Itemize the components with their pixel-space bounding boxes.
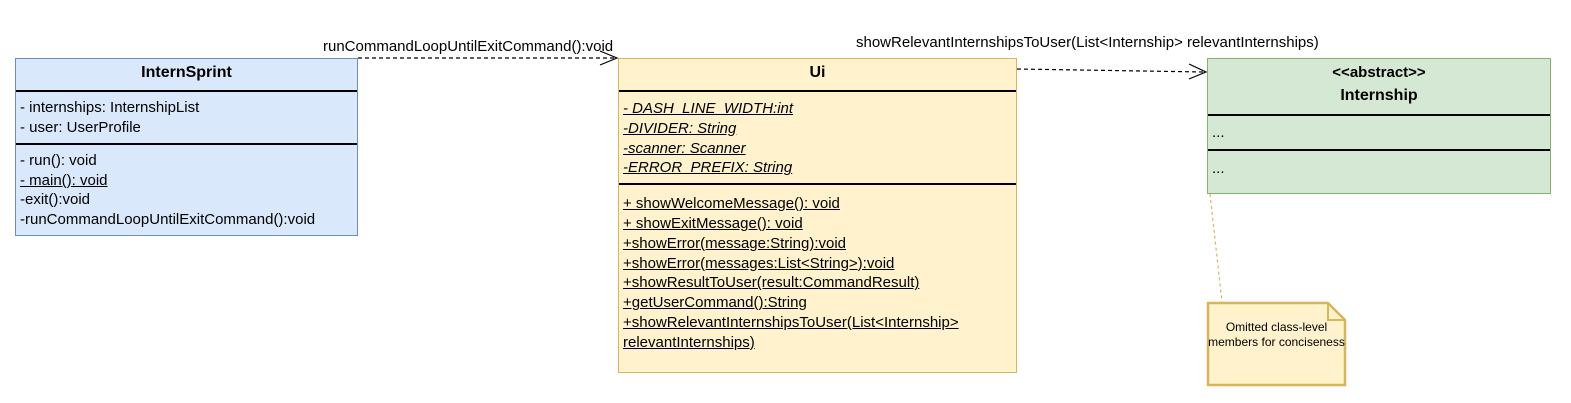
method: relevantInternships): [623, 333, 755, 351]
method: - run(): void: [20, 152, 97, 169]
class-internship[interactable]: <<abstract>> Internship ... ...: [1207, 58, 1551, 194]
divider: [16, 90, 357, 92]
divider: [1208, 114, 1550, 116]
class-name-internsprint: InternSprint: [141, 64, 232, 81]
ui-methods: + showWelcomeMessage(): void + showExitM…: [619, 185, 1016, 354]
internsprint-attributes: - internships: InternshipList - user: Us…: [16, 92, 357, 143]
arrowhead-icon: [1188, 63, 1208, 80]
method: - main(): void: [20, 171, 108, 189]
method: +getUserCommand():String: [623, 294, 807, 312]
class-internsprint[interactable]: InternSprint - internships: InternshipLi…: [15, 58, 358, 236]
attributes-placeholder: ...: [1212, 124, 1225, 141]
internship-methods: ...: [1208, 151, 1550, 187]
divider: [619, 183, 1016, 186]
attribute: - user: UserProfile: [20, 119, 141, 136]
class-name-internship: Internship: [1340, 87, 1418, 104]
internship-attributes: ...: [1208, 116, 1550, 149]
method: +showError(message:String):void: [623, 234, 847, 252]
arrowhead-icon: [599, 50, 619, 66]
divider: [1208, 149, 1550, 151]
note-shape: [1206, 301, 1347, 387]
internsprint-methods: - run(): void - main(): void -exit():voi…: [16, 145, 357, 231]
divider: [619, 90, 1016, 92]
method: -exit():void: [20, 191, 91, 208]
method: +showResultToUser(result:CommandResult): [623, 274, 920, 292]
note-connector: [1209, 193, 1223, 303]
attribute: -scanner: Scanner: [623, 139, 746, 157]
method: + showWelcomeMessage(): void: [623, 195, 840, 213]
methods-placeholder: ...: [1212, 160, 1225, 177]
note-fold: [1327, 303, 1345, 321]
method: +showRelevantInternshipsToUser(List<Inte…: [623, 313, 959, 331]
attribute: -DIVIDER: String: [623, 119, 737, 137]
class-name-ui: Ui: [809, 64, 826, 81]
attribute: - DASH_LINE_WIDTH:int: [623, 100, 794, 117]
class-ui[interactable]: Ui - DASH_LINE_WIDTH:int -DIVIDER: Strin…: [618, 58, 1017, 373]
stereotype-abstract: <<abstract>>: [1332, 64, 1426, 81]
attribute: - internships: InternshipList: [20, 99, 200, 116]
note-text: Omitted class-level members for concisen…: [1208, 320, 1345, 349]
method: -runCommandLoopUntilExitCommand():void: [20, 210, 316, 228]
method: + showExitMessage(): void: [623, 214, 803, 232]
ui-attributes: - DASH_LINE_WIDTH:int -DIVIDER: String -…: [619, 92, 1016, 183]
method: +showError(messages:List<String>):void: [623, 254, 895, 272]
divider: [16, 143, 357, 145]
dependency-arrow-ui-internship: [1016, 68, 1205, 73]
edge-label-run-command-loop: runCommandLoopUntilExitCommand():void: [323, 38, 614, 55]
attribute: -ERROR_PREFIX: String: [623, 159, 793, 177]
edge-label-show-relevant-internships: showRelevantInternshipsToUser(List<Inter…: [856, 34, 1319, 51]
